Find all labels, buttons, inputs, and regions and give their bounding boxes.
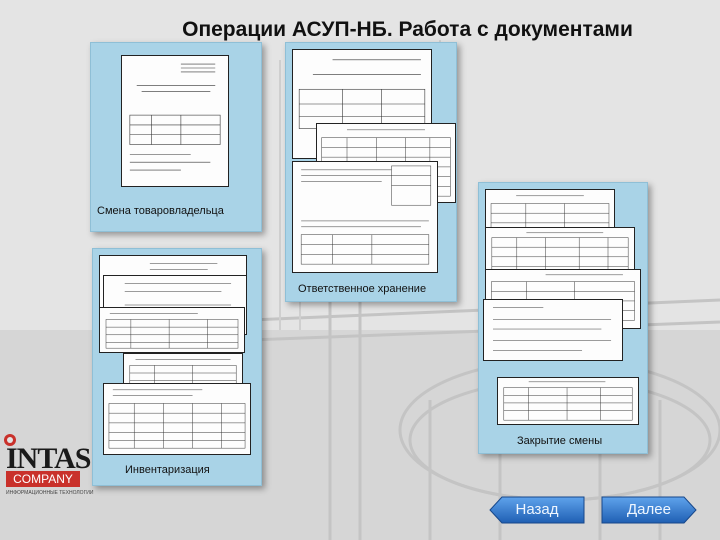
panel-custody[interactable]: Ответственное хранение (285, 42, 457, 302)
logo-subtitle: ИНФОРМАЦИОННЫЕ ТЕХНОЛОГИИ (6, 490, 94, 496)
next-button[interactable]: Далее (600, 494, 698, 530)
logo-company: COMPANY (6, 471, 80, 487)
document-thumbnail (497, 377, 639, 425)
panel-inventory[interactable]: Инвентаризация (92, 248, 262, 486)
panel-label: Инвентаризация (125, 464, 210, 476)
arrow-right-shape (601, 496, 697, 524)
document-thumbnail (485, 227, 635, 277)
company-logo (4, 434, 16, 446)
panel-label: Смена товаровладельца (97, 205, 224, 217)
back-label: Назад (515, 501, 559, 518)
panel-shift-close[interactable]: Закрытие смены (478, 182, 648, 454)
next-label: Далее (627, 501, 671, 518)
page-title: Операции АСУП-НБ. Работа с документами (182, 18, 633, 41)
panel-owner-change[interactable]: Смена товаровладельца (90, 42, 262, 232)
document-thumbnail (292, 161, 438, 273)
document-thumbnail (483, 299, 623, 361)
panel-label: Закрытие смены (517, 435, 603, 447)
document-thumbnail (121, 55, 229, 187)
arrow-left-shape (489, 496, 585, 524)
panel-label: Ответственное хранение (298, 283, 427, 295)
document-thumbnail (103, 383, 251, 455)
logo-brand: INTAS (6, 442, 91, 475)
document-thumbnail (99, 307, 245, 353)
back-button[interactable]: Назад (488, 494, 586, 530)
